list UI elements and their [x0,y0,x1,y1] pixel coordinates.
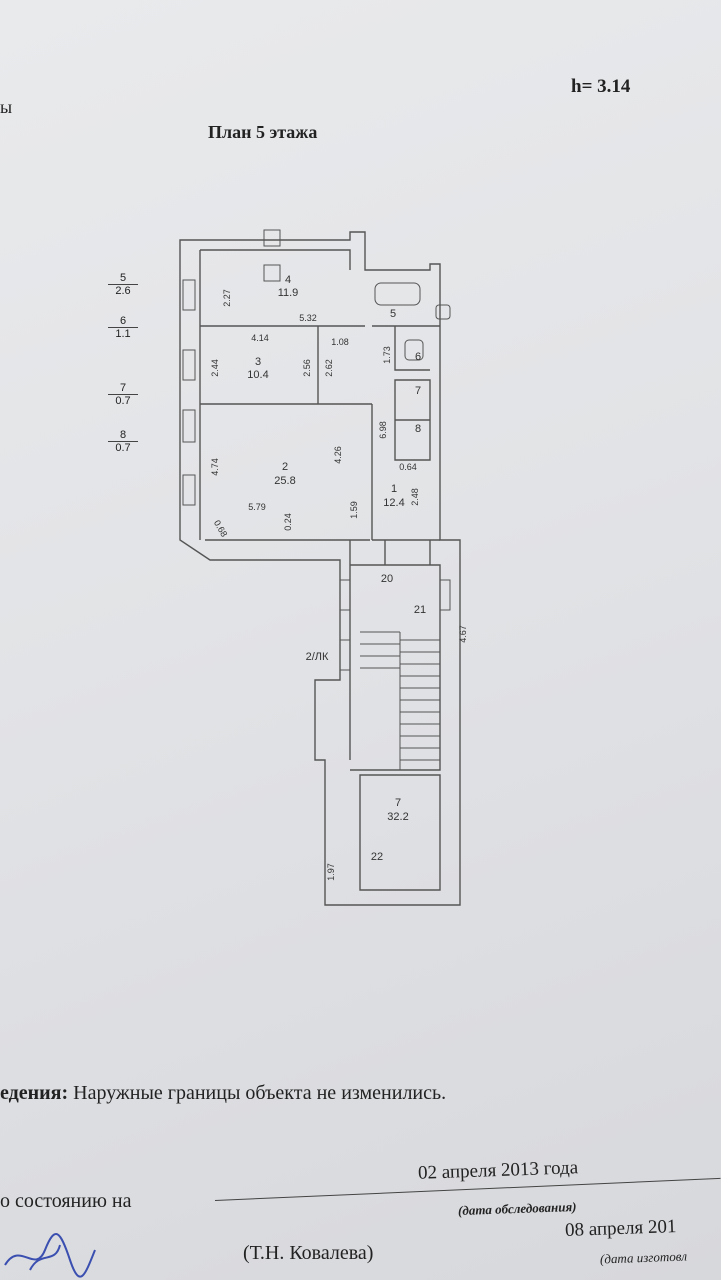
room-number: 7 [395,797,401,809]
dimension: 2.27 [222,289,232,307]
dimension: 0.68 [212,518,229,538]
dimension: 4.14 [251,333,269,343]
stair-label: 21 [414,604,426,616]
dimension: 1.73 [382,346,392,364]
room-area: 10.4 [247,369,268,381]
room-area: 12.4 [383,497,404,509]
dimension: 2.48 [410,488,420,506]
made-caption: (дата изготовл [599,1248,688,1267]
stair-label: 2/ЛК [306,651,329,663]
state-label: о состоянию на [0,1190,132,1212]
dimension: 1.08 [331,337,349,347]
dimension: 4.67 [458,625,468,643]
stair-label: 20 [381,573,393,585]
small-room-number: 7 [415,385,421,397]
header-fragment: ы [0,97,13,117]
dimension: 0.24 [283,513,293,531]
room-area: 11.9 [278,287,299,299]
small-room-number: 5 [390,308,396,320]
dimension: 4.26 [333,446,343,464]
dimension: 6.98 [378,421,388,439]
room-number: 1 [391,483,397,495]
small-room-number: 8 [415,423,421,435]
room-area: 32.2 [387,811,408,823]
dimension: 2.44 [210,359,220,377]
room-number: 3 [255,356,261,368]
responsible-person: (Т.Н. Ковалева) [243,1242,374,1264]
made-date: 08 апреля 201 [564,1216,677,1241]
dimension: 5.32 [299,313,317,323]
room-number: 4 [285,274,291,286]
dimension: 5.79 [248,502,266,512]
info-label: едения: [0,1082,69,1104]
dimension: 1.97 [326,863,336,881]
info-line: едения: Наружные границы объекта не изме… [0,1082,446,1105]
dimension: 2.56 [302,359,312,377]
dimension: 1.59 [349,501,359,519]
info-text: Наружные границы объекта не изменились. [73,1082,447,1104]
dimension: 4.74 [210,458,220,476]
dimension: 0.64 [399,462,417,472]
room-area: 25.8 [274,475,295,487]
ceiling-height: h= 3.14 [571,76,631,97]
signature-icon [4,1233,96,1278]
dimension: 2.62 [324,359,334,377]
page-title: План 5 этажа [208,122,318,142]
room-number: 2 [282,461,288,473]
stair-label: 22 [371,851,383,863]
small-room-number: 6 [415,351,421,363]
